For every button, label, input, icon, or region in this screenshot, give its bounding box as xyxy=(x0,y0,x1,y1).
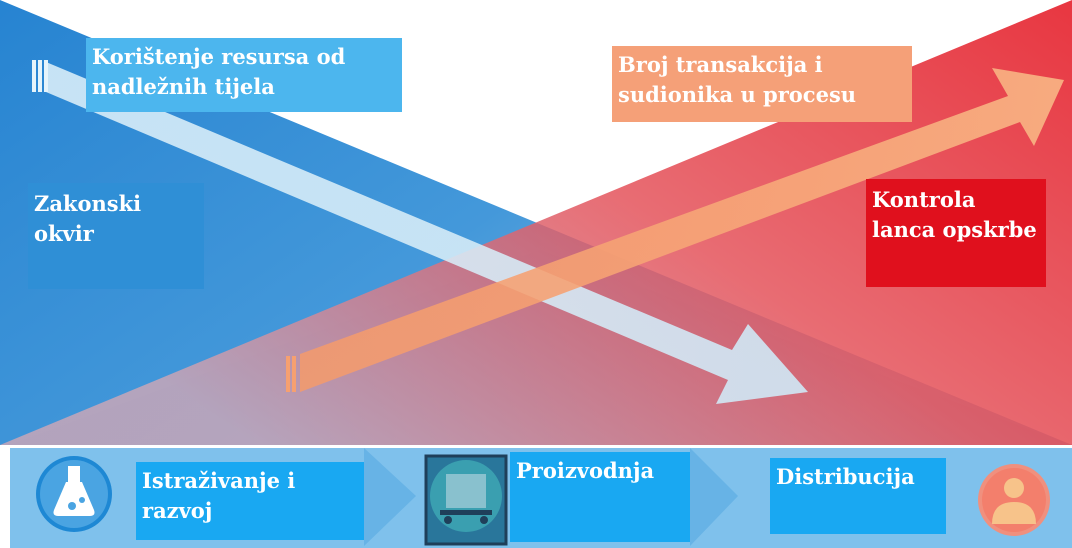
orange-arrow xyxy=(286,68,1064,392)
label-transactions: Broj transakcija i sudionika u procesu xyxy=(612,46,912,122)
light-blue-arrow xyxy=(32,60,808,404)
stage-production: Proizvodnja xyxy=(510,452,690,542)
label-resources: Korištenje resursa od nadležnih tijela xyxy=(86,38,402,112)
stage-distribution: Distribucija xyxy=(770,458,946,534)
label-legal-framework: Zakonski okvir xyxy=(28,183,204,289)
label-supply-chain-control: Kontrola lanca opskrbe xyxy=(866,179,1046,287)
flask-icon xyxy=(36,456,112,532)
cart-icon xyxy=(424,454,508,546)
stage-research: Istraživanje i razvoj xyxy=(136,462,364,540)
person-icon xyxy=(978,464,1050,536)
